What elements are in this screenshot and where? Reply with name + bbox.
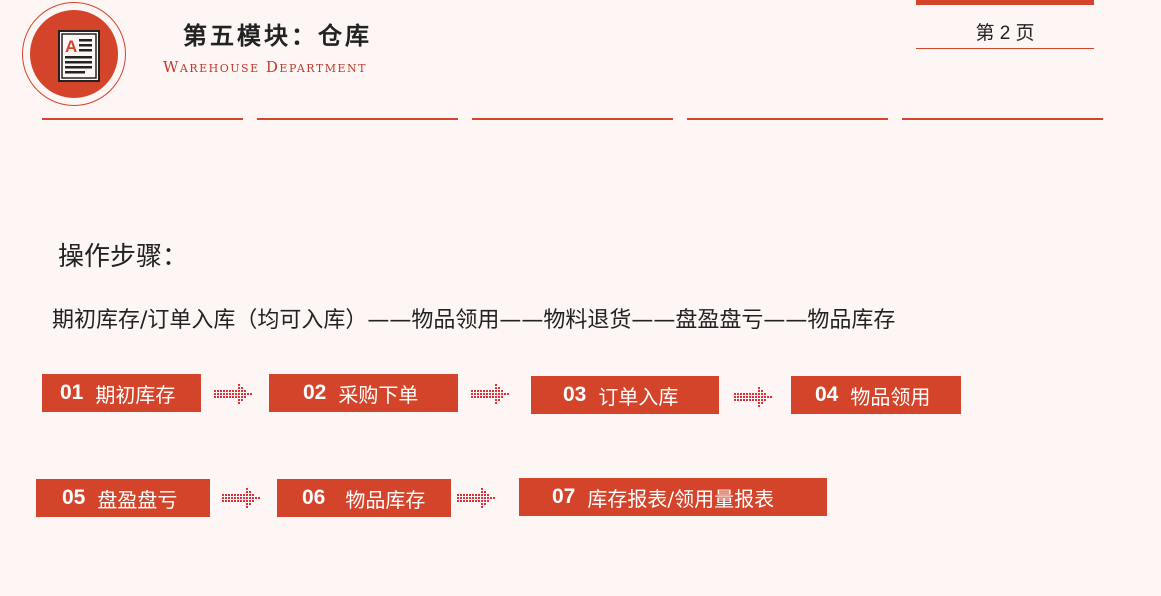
logo: A: [22, 2, 126, 106]
dotted-arrow-icon: [734, 387, 772, 407]
module-subtitle: Warehouse Department: [163, 58, 367, 76]
step-box-04: 04 物品领用: [791, 376, 961, 414]
step-box-05: 05 盘盈盘亏: [36, 479, 210, 517]
dotted-arrow-icon: [222, 488, 260, 508]
step-number: 03: [563, 383, 587, 406]
logo-badge: A: [30, 10, 118, 98]
step-box-06: 06 物品库存: [277, 479, 451, 517]
step-label: 采购下单: [338, 382, 419, 407]
dotted-arrow-icon: [214, 384, 252, 404]
step-label: 库存报表/领用量报表: [587, 486, 775, 511]
document-icon: A: [58, 30, 100, 82]
step-label: 盘盈盘亏: [97, 487, 178, 512]
step-number: 01: [60, 381, 84, 404]
step-label: 物品库存: [345, 487, 426, 512]
divider-line: [902, 118, 1103, 120]
step-label: 物品领用: [850, 384, 931, 409]
divider-line: [687, 118, 888, 120]
dotted-arrow-icon: [457, 488, 495, 508]
step-number: 04: [815, 383, 839, 406]
module-title: 第五模块：仓库: [183, 21, 372, 50]
step-box-02: 02 采购下单: [269, 374, 458, 412]
step-number: 02: [303, 381, 327, 404]
step-label: 订单入库: [598, 384, 679, 409]
step-box-03: 03 订单入库: [531, 376, 719, 414]
divider-line: [472, 118, 673, 120]
step-box-07: 07 库存报表/领用量报表: [519, 478, 827, 516]
step-box-01: 01 期初库存: [42, 374, 201, 412]
step-number: 07: [552, 485, 576, 508]
divider-line: [42, 118, 243, 120]
divider-line: [257, 118, 458, 120]
steps-heading: 操作步骤：: [58, 242, 189, 272]
page-accent-bar: [916, 0, 1094, 5]
step-number: 05: [62, 486, 86, 509]
page-number: 第 2 页: [975, 23, 1035, 44]
step-label: 期初库存: [95, 382, 176, 407]
dotted-arrow-icon: [471, 384, 509, 404]
page-underline: [916, 48, 1094, 49]
svg-text:A: A: [65, 37, 77, 56]
step-number: 06: [302, 486, 326, 509]
flow-description: 期初库存/订单入库（均可入库）——物品领用——物料退货——盘盈盘亏——物品库存: [52, 308, 896, 333]
